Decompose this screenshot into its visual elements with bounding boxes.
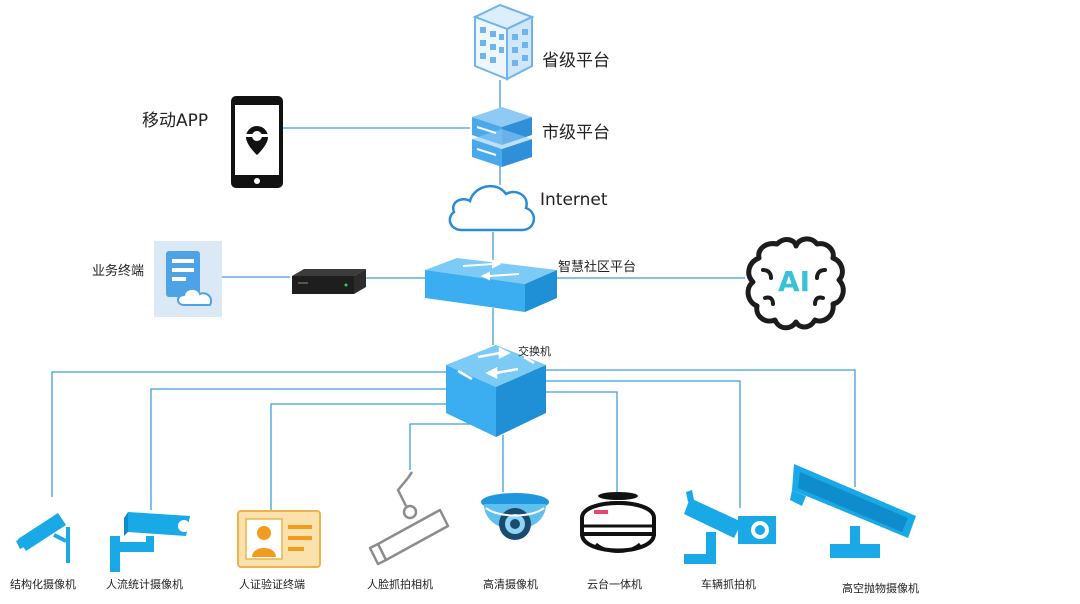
video-recorder-icon (292, 269, 366, 294)
internet-label: Internet (540, 190, 608, 210)
link-switch-face-camera (409, 423, 476, 470)
community-platform-switch-icon (425, 258, 557, 312)
device-label-id-verification-terminal: 人证验证终端 (239, 578, 305, 591)
business-terminal-icon (154, 241, 222, 317)
ai-brain-icon (745, 236, 846, 331)
city-platform-label: 市级平台 (542, 123, 610, 143)
provincial-platform-label: 省级平台 (542, 51, 610, 71)
link-switch-vehicle-camera (546, 380, 741, 508)
people-flow-camera-icon (110, 512, 190, 572)
link-switch-high-altitude-camera (520, 369, 856, 487)
high-altitude-camera-icon (790, 464, 916, 558)
vehicle-capture-camera-icon (684, 490, 776, 564)
smartphone-icon (231, 96, 283, 188)
ai-label: AI (778, 265, 811, 298)
device-label-high-altitude-camera: 高空抛物摄像机 (842, 582, 919, 595)
internet-cloud-icon (448, 184, 535, 232)
device-label-hd-camera: 高清摄像机 (483, 578, 538, 591)
business-terminal-label: 业务终端 (92, 264, 145, 279)
id-verification-card-icon (237, 510, 321, 568)
device-label-people-flow-camera: 人流统计摄像机 (106, 578, 183, 591)
switch-label: 交换机 (518, 345, 551, 358)
ptz-camera-icon (580, 492, 656, 553)
hd-dome-camera-icon (481, 493, 549, 540)
device-label-face-capture-camera: 人脸抓拍相机 (367, 578, 433, 591)
provincial-building-icon (472, 3, 535, 81)
mobile-app-label: 移动APP (142, 111, 209, 131)
link-switch-flow-camera (150, 388, 446, 510)
device-label-ptz: 云台一体机 (587, 578, 642, 591)
structured-camera-icon (16, 513, 70, 563)
face-capture-camera-icon (368, 471, 450, 566)
device-label-vehicle-camera: 车辆抓拍机 (701, 578, 756, 591)
link-switch-structured-camera (51, 371, 446, 497)
city-server-icon (472, 107, 532, 167)
device-label-structured-camera: 结构化摄像机 (10, 578, 76, 591)
link-switch-id-terminal (270, 403, 446, 510)
switch-icon (446, 345, 546, 437)
smart-community-platform-label: 智慧社区平台 (558, 260, 637, 275)
link-switch-ptz (540, 391, 618, 492)
